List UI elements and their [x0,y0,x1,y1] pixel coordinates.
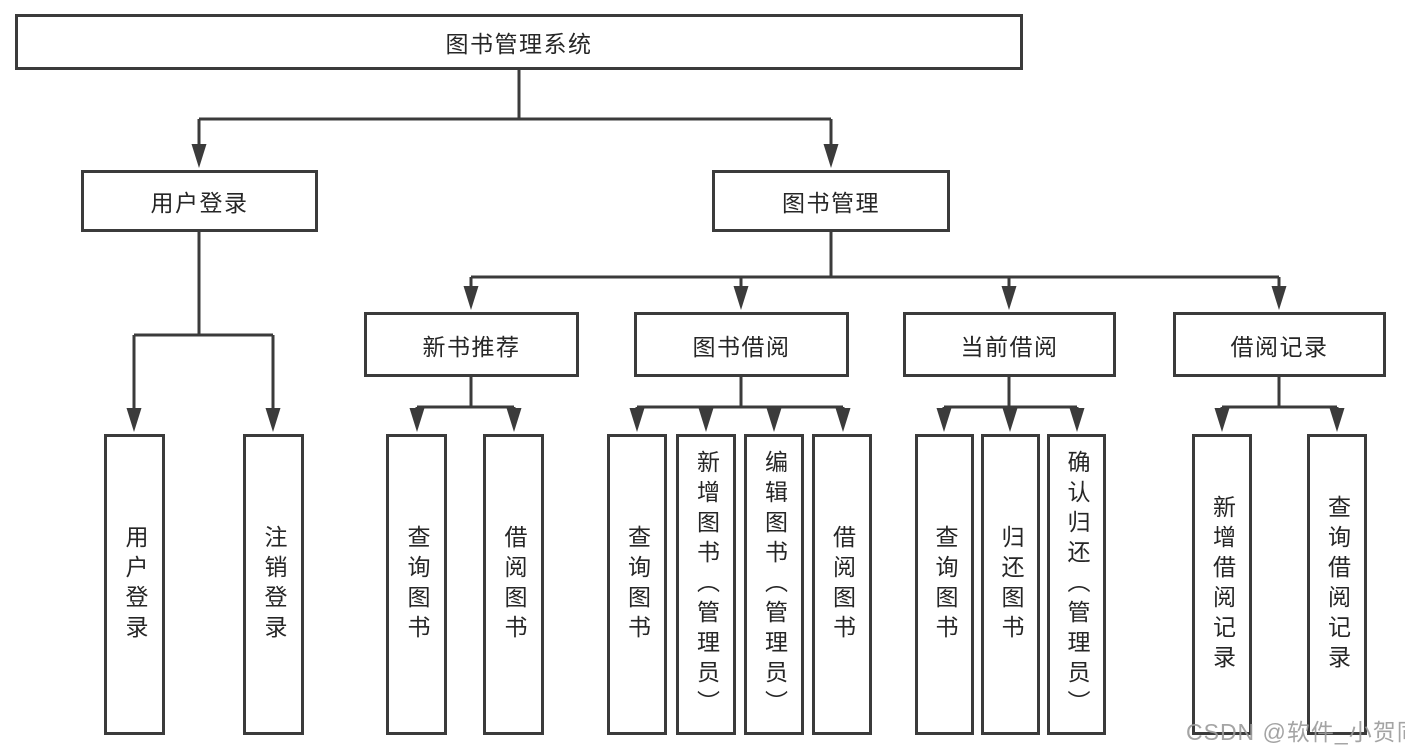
arrowhead-down-icon [265,408,281,432]
arrowhead-down-icon [835,408,851,432]
node-leaf-records-add-record: 新增借阅记录 [1192,434,1252,735]
node-leaf-records-query-record-label: 查询借阅记录 [1324,494,1351,675]
arrowhead-down-icon [698,408,714,432]
node-leaf-current-return-books-label: 归还图书 [998,524,1024,645]
arrowhead-down-icon [936,408,952,432]
node-current-borrowing-label: 当前借阅 [960,333,1059,360]
arrowhead-down-icon [1069,408,1085,432]
connector-group-6 [1220,377,1339,414]
node-borrowing-records-label: 借阅记录 [1230,333,1329,360]
node-leaf-borrowing-add-books-admin-label: 新增图书（管理员） [693,449,720,720]
node-leaf-borrowing-query-books: 查询图书 [607,434,667,735]
node-leaf-user-login-label: 用户登录 [122,524,148,645]
arrowhead-down-icon [766,408,782,432]
arrowhead-down-icon [191,144,207,168]
node-leaf-borrowing-query-books-label: 查询图书 [624,524,651,645]
connector-group-2 [469,232,1281,292]
arrowhead-down-icon [409,408,425,432]
connector-group-5 [942,377,1079,414]
node-leaf-newbooks-query-books-label: 查询图书 [404,524,430,645]
arrowhead-down-icon [1002,408,1018,432]
arrowhead-down-icon [463,286,479,310]
node-system-root: 图书管理系统 [15,14,1023,70]
node-borrowing-records: 借阅记录 [1173,312,1386,377]
node-leaf-borrowing-borrow-books: 借阅图书 [812,434,872,735]
node-leaf-current-confirm-return-admin: 确认归还（管理员） [1047,434,1106,735]
node-leaf-newbooks-query-books: 查询图书 [386,434,447,735]
node-user-login-label: 用户登录 [150,190,249,216]
node-current-borrowing: 当前借阅 [903,312,1116,377]
node-leaf-borrowing-add-books-admin: 新增图书（管理员） [676,434,736,735]
node-leaf-current-return-books: 归还图书 [981,434,1040,735]
node-user-login: 用户登录 [81,170,318,232]
connector-group-4 [635,377,845,414]
connector-group-3 [415,377,516,414]
node-leaf-borrowing-edit-books-admin: 编辑图书（管理员） [744,434,804,735]
node-leaf-logout: 注销登录 [243,434,304,735]
node-system-root-label: 图书管理系统 [445,31,593,57]
node-book-borrowing-label: 图书借阅 [692,333,791,360]
node-leaf-records-query-record: 查询借阅记录 [1307,434,1367,735]
node-leaf-current-query-books: 查询图书 [915,434,974,735]
arrowhead-down-icon [1001,286,1017,310]
arrowhead-down-icon [1329,408,1345,432]
node-leaf-borrowing-borrow-books-label: 借阅图书 [829,524,856,645]
node-book-management-label: 图书管理 [782,190,880,216]
node-leaf-current-confirm-return-admin-label: 确认归还（管理员） [1064,449,1090,720]
node-leaf-current-query-books-label: 查询图书 [932,524,958,645]
node-leaf-logout-label: 注销登录 [261,524,287,645]
node-new-book-recommendation: 新书推荐 [364,312,579,377]
connector-group-1 [132,232,275,414]
csdn-watermark: CSDN @软件_小贺同学 [1186,719,1405,745]
node-leaf-newbooks-borrow-books: 借阅图书 [483,434,544,735]
arrowhead-down-icon [823,144,839,168]
node-book-management: 图书管理 [712,170,950,232]
arrowhead-down-icon [1214,408,1230,432]
arrowhead-down-icon [126,408,142,432]
node-leaf-records-add-record-label: 新增借阅记录 [1209,494,1236,675]
node-new-book-recommendation-label: 新书推荐 [422,333,521,360]
node-leaf-user-login: 用户登录 [104,434,165,735]
arrowhead-down-icon [1271,286,1287,310]
arrowhead-down-icon [733,286,749,310]
node-leaf-borrowing-edit-books-admin-label: 编辑图书（管理员） [761,449,788,720]
arrowhead-down-icon [629,408,645,432]
arrowhead-down-icon [506,408,522,432]
node-leaf-newbooks-borrow-books-label: 借阅图书 [501,524,527,645]
node-book-borrowing: 图书借阅 [634,312,849,377]
connector-group-0 [197,70,833,150]
